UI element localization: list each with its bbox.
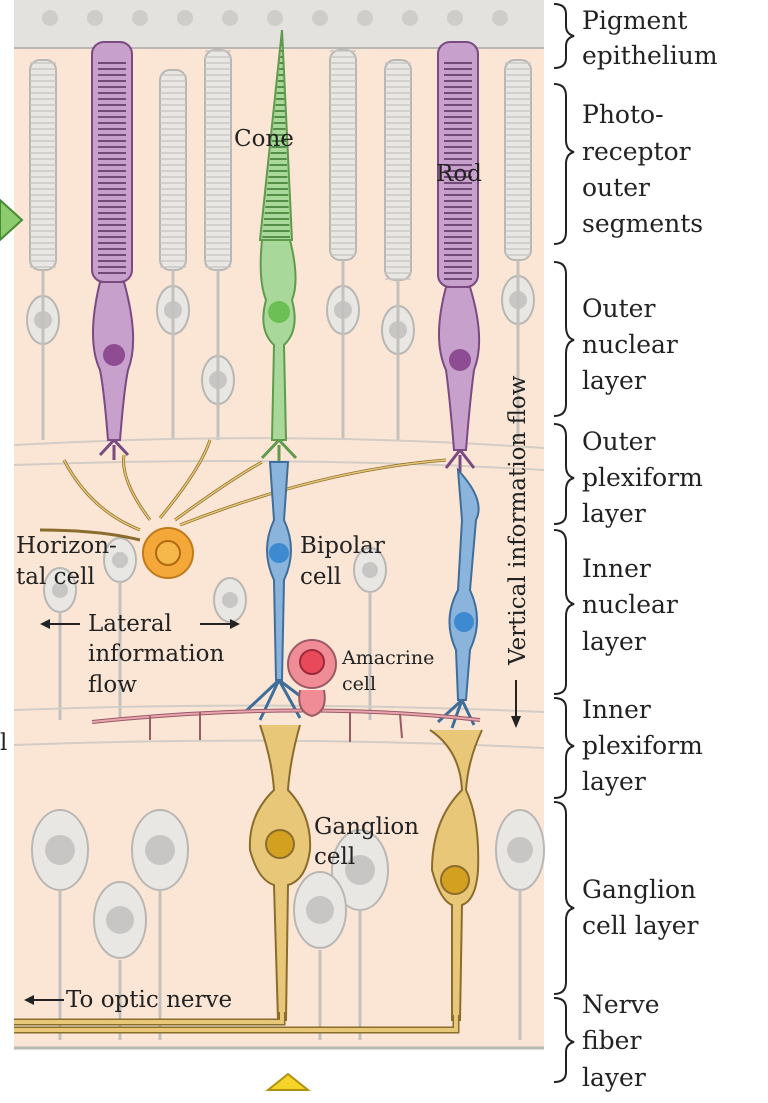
layer-label-inner-plexiform-1: Inner — [582, 695, 651, 724]
bipolar-cell-label-1: Bipolar — [300, 533, 385, 559]
layer-label-photoreceptor-1: Photo- — [582, 100, 664, 129]
bipolar-cell-label-2: cell — [300, 564, 341, 590]
cone-label: Cone — [234, 126, 294, 152]
horizontal-cell-label-1: Horizon- — [16, 533, 117, 559]
rod-right-nucleus — [449, 349, 471, 371]
vertical-flow-label: Vertical information flow — [505, 375, 531, 666]
layer-label-inner-nuclear-3: layer — [582, 627, 646, 656]
layer-label-photoreceptor-2: receptor — [582, 137, 691, 166]
layer-label-nerve-fiber-1: Nerve — [582, 990, 660, 1019]
light-direction-arrow-icon — [268, 1074, 308, 1090]
layer-label-ganglion-1: Ganglion — [582, 875, 696, 904]
ganglion-cell-right-nucleus — [441, 866, 469, 894]
optic-nerve-label: To optic nerve — [66, 987, 232, 1013]
layer-label-inner-plexiform-3: layer — [582, 767, 646, 796]
horizontal-cell-label-2: tal cell — [16, 564, 95, 590]
bipolar-cell-center-nucleus — [269, 543, 289, 563]
layer-label-inner-nuclear-2: nuclear — [582, 590, 678, 619]
lateral-flow-label-3: flow — [88, 672, 137, 698]
rod-label: Rod — [436, 161, 482, 187]
amacrine-cell-nucleus — [300, 650, 324, 674]
layer-label-pigment-2: epithelium — [582, 41, 718, 70]
rod-left-nucleus — [103, 344, 125, 366]
layer-label-outer-nuclear-1: Outer — [582, 294, 655, 323]
ganglion-cell-left-nucleus — [266, 830, 294, 858]
bipolar-cell-right-nucleus — [454, 612, 474, 632]
edge-fragment-label: l — [0, 730, 7, 756]
lateral-flow-label-2: information — [88, 641, 224, 667]
layer-label-outer-nuclear-3: layer — [582, 366, 646, 395]
layer-label-outer-plexiform-2: plexiform — [582, 463, 703, 492]
amacrine-cell-label-2: cell — [342, 673, 376, 695]
ganglion-cell-label-1: Ganglion — [314, 814, 419, 840]
layer-braces — [554, 4, 574, 1082]
layer-labels: Pigment epithelium Photo- receptor outer… — [582, 6, 718, 1092]
layer-label-outer-plexiform-1: Outer — [582, 427, 655, 456]
layer-label-ganglion-2: cell layer — [582, 911, 699, 940]
horizontal-cell-nucleus — [156, 541, 180, 565]
layer-label-nerve-fiber-3: layer — [582, 1063, 646, 1092]
layer-label-inner-plexiform-2: plexiform — [582, 731, 703, 760]
lateral-flow-label-1: Lateral — [88, 611, 172, 637]
cone-nucleus — [268, 301, 290, 323]
layer-label-pigment-1: Pigment — [582, 6, 687, 35]
layer-label-outer-plexiform-3: layer — [582, 499, 646, 528]
layer-label-photoreceptor-3: outer — [582, 173, 650, 202]
layer-label-nerve-fiber-2: fiber — [582, 1026, 641, 1055]
layer-label-inner-nuclear-1: Inner — [582, 554, 651, 583]
ganglion-cell-label-2: cell — [314, 844, 355, 870]
layer-label-photoreceptor-4: segments — [582, 209, 703, 238]
amacrine-cell-label-1: Amacrine — [341, 647, 434, 669]
layer-label-outer-nuclear-2: nuclear — [582, 330, 678, 359]
